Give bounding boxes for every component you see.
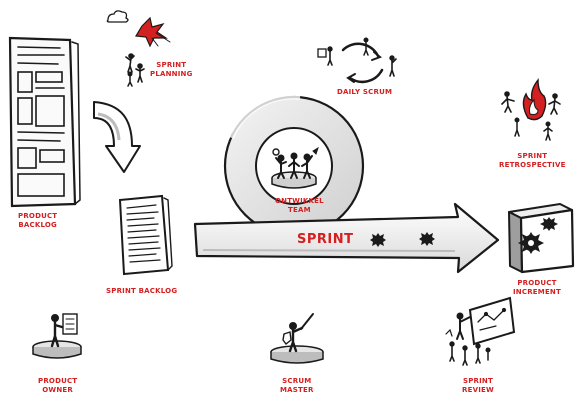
label-product-increment: PRODUCT INCREMENT (513, 279, 561, 297)
label-line: PRODUCT (18, 212, 58, 220)
team-figures (271, 146, 319, 189)
product-backlog-document (8, 36, 81, 208)
label-line: MASTER (280, 385, 314, 394)
product-owner-illustration (32, 313, 82, 359)
label-line: TEAM (288, 205, 311, 214)
sprint-planning-illustration (106, 10, 171, 87)
label-line: REVIEW (462, 385, 494, 394)
label-product-owner: PRODUCT OWNER (38, 377, 77, 395)
label-scrum-master: SCRUM MASTER (280, 377, 314, 395)
scrum-master-illustration (270, 313, 324, 364)
label-sprint-review: SPRINT REVIEW (462, 377, 494, 395)
sprint-backlog-document (118, 194, 173, 276)
label-line: OWNER (42, 385, 73, 394)
label-line: SPRINT (156, 61, 187, 69)
refine-arrow (93, 101, 141, 173)
label-line: DAILY SCRUM (337, 88, 393, 96)
label-product-backlog: PRODUCT BACKLOG (18, 212, 57, 230)
label-sprint-planning: SPRINT PLANNING (150, 61, 193, 79)
product-increment-box (508, 203, 575, 274)
label-line: PLANNING (150, 69, 193, 78)
gear-icon (540, 217, 558, 231)
gear-icon (518, 232, 544, 254)
label-daily-scrum: DAILY SCRUM (337, 88, 392, 97)
gear-icon (419, 232, 435, 246)
label-line: RETROSPECTIVE (499, 160, 566, 169)
label-line: BACKLOG (18, 220, 57, 229)
label-line: SCRUM (282, 377, 312, 385)
daily-scrum-illustration (317, 37, 397, 84)
label-line: PRODUCT (38, 377, 78, 385)
label-line: SPRINT BACKLOG (106, 287, 178, 295)
label-line: SPRINT (517, 152, 548, 160)
label-sprint: SPRINT (297, 232, 354, 247)
label-ontwikkel-team: ONTWIKKEL TEAM (275, 197, 324, 215)
sprint-arrow (193, 202, 500, 274)
sprint-review-illustration (445, 296, 516, 366)
label-line: PRODUCT (517, 279, 557, 287)
label-sprint-retrospective: SPRINT RETROSPECTIVE (499, 152, 566, 170)
label-line: INCREMENT (513, 287, 561, 296)
label-sprint-backlog: SPRINT BACKLOG (106, 287, 177, 296)
sprint-retrospective-illustration (501, 78, 561, 141)
gear-icon (370, 233, 386, 247)
label-line: SPRINT (462, 377, 493, 385)
label-line: ONTWIKKEL (275, 197, 324, 205)
